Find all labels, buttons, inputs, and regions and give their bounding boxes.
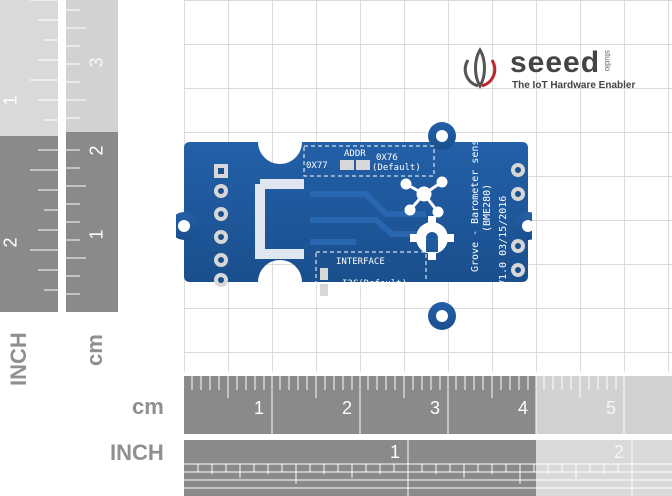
brand-suffix: studio	[603, 50, 612, 72]
cm-tick-1: 1	[86, 229, 107, 240]
leaf-logo-icon	[463, 47, 497, 89]
addr-label: ADDR	[344, 149, 366, 159]
vertical-inch-label: INCH	[6, 332, 31, 386]
vertical-cm-label: cm	[82, 334, 107, 366]
grove-barometer-board: ADDR 0X77 0X76 (Default) INTERFACE I2C(D…	[176, 122, 532, 330]
addr-default: 0X76	[376, 153, 398, 163]
right-header-pins	[511, 163, 525, 277]
cm-tick-2: 2	[86, 145, 107, 156]
cm-h-tick-4: 4	[518, 398, 529, 418]
spi-label: SPI	[344, 291, 360, 301]
product-model: (BME280)	[482, 184, 493, 232]
cm-h-tick-1: 1	[254, 398, 265, 418]
board-version: V1.0 03/15/2016	[498, 196, 509, 286]
addr-default-note: (Default)	[372, 163, 421, 173]
brand-tagline: The IoT Hardware Enabler	[512, 80, 636, 91]
open-hardware-gear-icon	[410, 216, 454, 260]
seeed-logo: seeed studio The IoT Hardware Enabler	[456, 46, 646, 96]
cm-h-tick-3: 3	[430, 398, 441, 418]
horizontal-inch-label: INCH	[110, 440, 164, 465]
vertical-inch-ruler: 1 2	[0, 0, 58, 312]
i2c-label: I2C(Default)	[342, 279, 407, 289]
grove-connector-outline	[255, 179, 304, 259]
cm-h-tick-5: 5	[606, 398, 617, 418]
inch-h-tick-2: 2	[614, 442, 625, 462]
horizontal-inch-ruler: 1 2	[184, 440, 672, 496]
inch-tick-2: 2	[0, 237, 21, 248]
grove-node-icon	[400, 176, 448, 218]
brand-name: seeed	[510, 46, 601, 79]
vertical-cm-ruler: 1 2 3	[66, 0, 118, 312]
inch-h-tick-1: 1	[390, 442, 401, 462]
cm-h-tick-2: 2	[342, 398, 353, 418]
inch-tick-1: 1	[0, 95, 21, 106]
product-name: Grove - Barometer sensor	[470, 128, 481, 273]
left-header-pins	[214, 164, 228, 287]
addr-alt: 0X77	[306, 161, 328, 171]
horizontal-cm-label: cm	[132, 394, 164, 419]
horizontal-cm-ruler: 1 2 3 4 5	[184, 376, 672, 434]
cm-tick-3: 3	[86, 57, 107, 68]
interface-label: INTERFACE	[336, 257, 385, 267]
